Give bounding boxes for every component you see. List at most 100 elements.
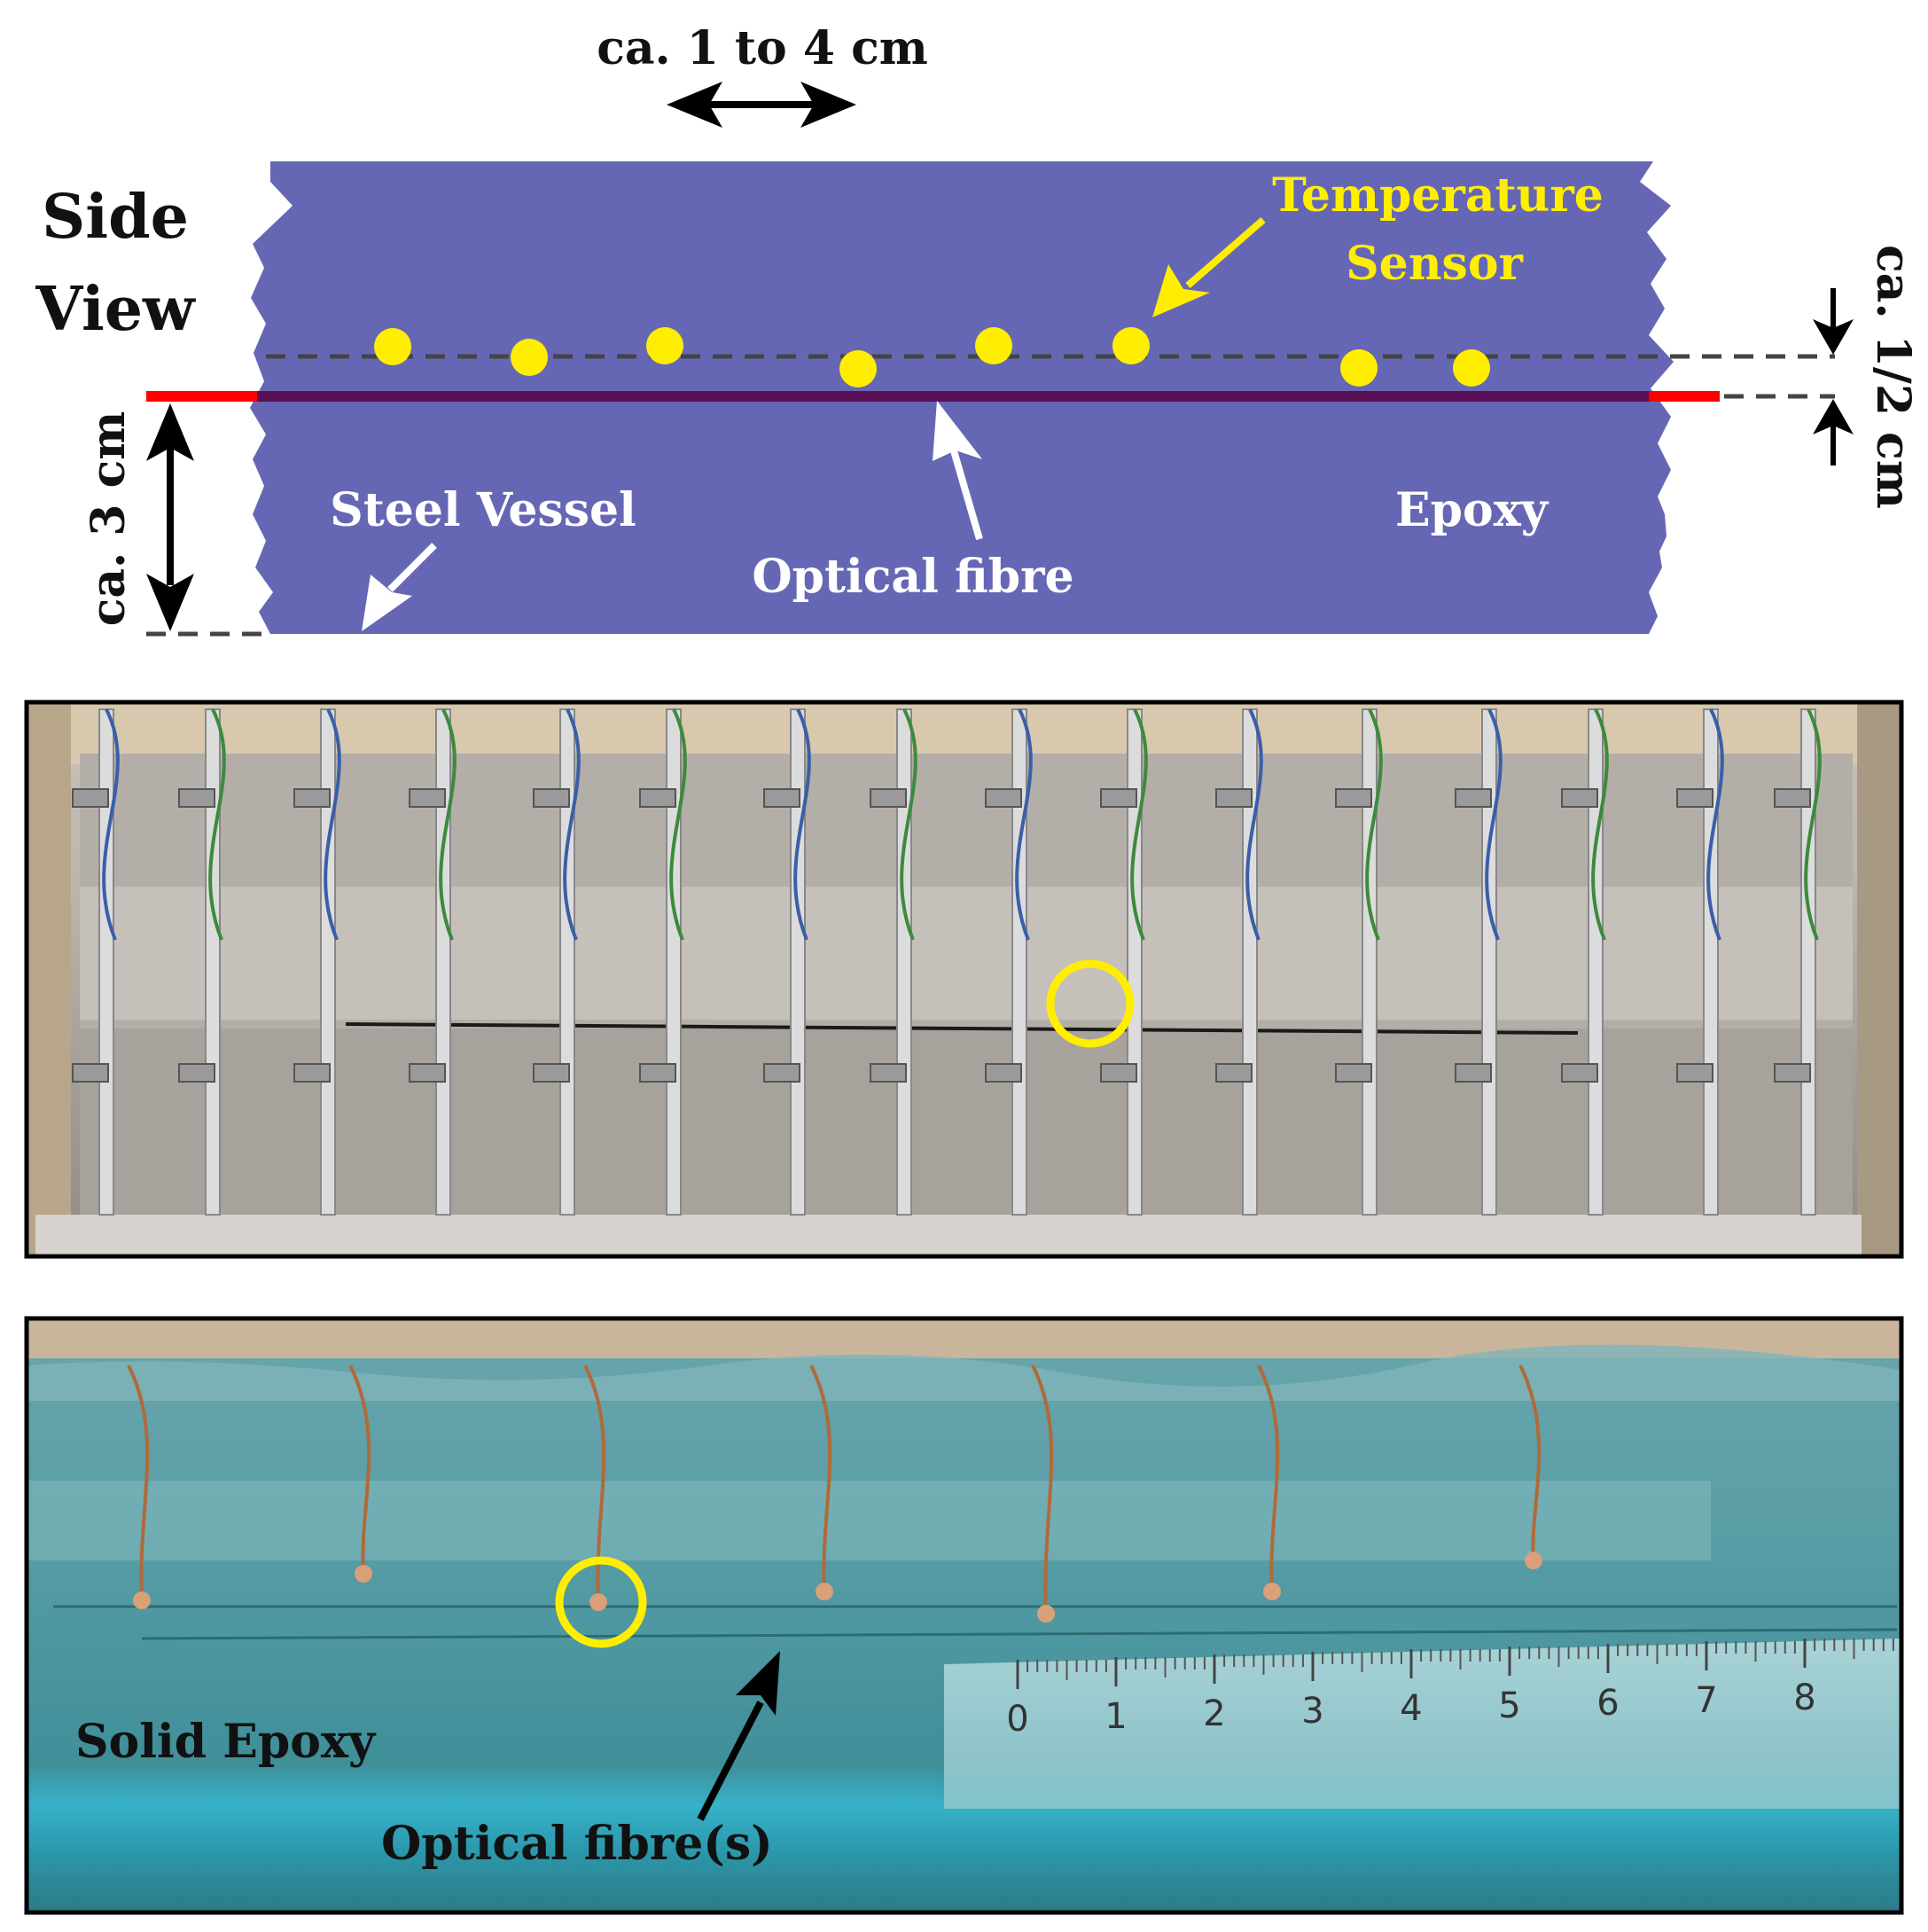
ruler-label: 7 <box>1695 1680 1717 1721</box>
support-post <box>1588 708 1604 1216</box>
sensor-cable <box>563 708 581 941</box>
temperature-sensor-dot <box>839 350 877 387</box>
sensor-wire <box>1518 1365 1542 1561</box>
sensor-wires <box>127 1365 1542 1623</box>
sensor-head <box>1037 1605 1055 1623</box>
bolt <box>293 788 331 808</box>
ruler-label: 5 <box>1498 1686 1520 1726</box>
temperature-sensor-dot <box>646 327 683 364</box>
title-side: Side <box>42 182 189 253</box>
bolt <box>1455 788 1492 808</box>
support-post <box>790 708 806 1216</box>
sensor-cable <box>324 708 341 941</box>
temperature-sensor-dot <box>511 339 548 376</box>
sensor-cable <box>102 708 120 941</box>
temperature-sensor-dot <box>1112 327 1150 364</box>
bolt <box>1561 1063 1598 1083</box>
sensor-wire <box>1031 1365 1054 1615</box>
bolt <box>870 788 907 808</box>
temperature-sensor-dot <box>374 328 411 365</box>
height-label: ca. 3 cm <box>82 411 136 627</box>
temperature-sensor-dot <box>1453 349 1490 387</box>
epoxy-label: Epoxy <box>1395 483 1549 537</box>
bolt <box>409 788 446 808</box>
temperature-sensor-dot <box>975 327 1012 364</box>
sensor-highlight-circle-bottom <box>555 1556 647 1648</box>
photo-steel-vessel <box>24 700 1904 1259</box>
bolt <box>763 788 800 808</box>
bolt <box>293 1063 331 1083</box>
bolt <box>72 788 109 808</box>
bolt <box>178 1063 215 1083</box>
sensor-head <box>589 1593 607 1611</box>
sensor-wire <box>1257 1365 1280 1592</box>
support-post <box>98 708 114 1216</box>
sensor-cable <box>900 708 917 941</box>
sensor-group <box>374 327 1490 387</box>
bolt <box>1676 1063 1713 1083</box>
support-post <box>1800 708 1816 1216</box>
support-post <box>559 708 575 1216</box>
sensor-cable <box>439 708 457 941</box>
steel-vessel-label: Steel Vessel <box>330 483 636 537</box>
sensor-cable <box>1245 708 1263 941</box>
sensor-wire <box>127 1365 150 1601</box>
support-post <box>1481 708 1497 1216</box>
ruler-label: 2 <box>1203 1693 1225 1734</box>
bolt <box>533 788 570 808</box>
bolt <box>72 1063 109 1083</box>
fibre-pointer-arrow <box>933 401 983 541</box>
ruler-label: 1 <box>1105 1696 1127 1737</box>
bolt <box>533 1063 570 1083</box>
bolt <box>1676 788 1713 808</box>
fibres-pointer-arrow <box>697 1651 780 1821</box>
sensor-cable <box>1706 708 1724 941</box>
bolt <box>985 788 1022 808</box>
bolt <box>1215 1063 1253 1083</box>
fibre-label: Optical fibre <box>752 550 1073 604</box>
side-view-diagram: ca. 1 to 4 cm ca. 3 cm ca. 1/2 cm Side V… <box>35 21 1920 637</box>
sensor-cable <box>669 708 687 941</box>
ruler-label: 4 <box>1400 1688 1422 1729</box>
bolt <box>1335 788 1372 808</box>
sensor-label-line2: Sensor <box>1346 237 1523 291</box>
sensor-cable <box>1015 708 1033 941</box>
bolt <box>985 1063 1022 1083</box>
sensor-pointer-arrow <box>1152 216 1266 317</box>
bolt <box>1561 788 1598 808</box>
bolt <box>178 788 215 808</box>
temperature-sensor-dot <box>1340 349 1378 387</box>
support-post <box>1011 708 1027 1216</box>
spacing-label: ca. 1 to 4 cm <box>597 21 928 75</box>
bolt <box>1335 1063 1372 1083</box>
sensor-head <box>1263 1583 1281 1600</box>
bolt <box>1455 1063 1492 1083</box>
sensor-cable <box>1804 708 1822 941</box>
bolt <box>1774 1063 1811 1083</box>
support-post <box>1127 708 1143 1216</box>
depth-arrows <box>1813 288 1854 465</box>
sensor-wire <box>583 1365 606 1603</box>
bolt <box>409 1063 446 1083</box>
sensor-label-line1: Temperature <box>1272 168 1604 223</box>
bolt <box>763 1063 800 1083</box>
sensor-cable <box>1485 708 1503 941</box>
support-post <box>666 708 682 1216</box>
bolt <box>1100 1063 1137 1083</box>
bolt <box>1215 788 1253 808</box>
bolt <box>1774 788 1811 808</box>
sensor-highlight-circle <box>1046 959 1135 1048</box>
title-view: View <box>35 274 196 345</box>
sensor-head <box>816 1583 833 1600</box>
ruler-label: 6 <box>1596 1683 1619 1724</box>
ruler-label: 8 <box>1793 1678 1815 1718</box>
support-posts <box>72 708 1822 1216</box>
support-post <box>320 708 336 1216</box>
bolt <box>1100 788 1137 808</box>
support-post <box>1362 708 1378 1216</box>
ruler-label: 0 <box>1006 1699 1028 1740</box>
sensor-head <box>1525 1552 1542 1569</box>
sensor-cable <box>1130 708 1148 941</box>
solid-epoxy-label: Solid Epoxy <box>75 1715 377 1769</box>
